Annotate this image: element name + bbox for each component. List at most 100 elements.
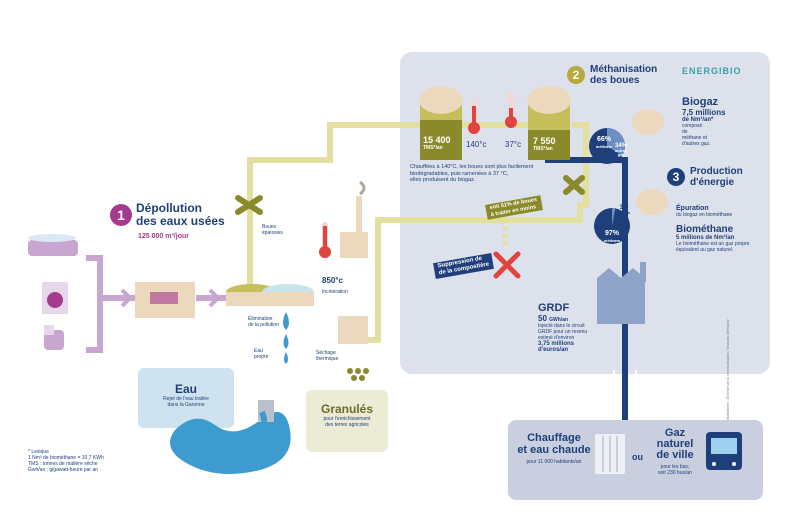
radiator-icon	[595, 434, 625, 474]
granules-panel: Granulés pour l'enrichissement des terre…	[306, 402, 388, 428]
biomethane-balloon	[636, 189, 668, 215]
water-splash	[170, 412, 291, 474]
grdf-line5: d'euros/an	[538, 347, 569, 353]
thermometer-37	[505, 92, 517, 128]
grdf-line1: Injecté dans le circuit	[538, 323, 585, 329]
heating-text-1: Chauffées à 140°C, les boues sont plus f…	[410, 164, 534, 170]
credits: Illustrations : Direction de la communic…	[726, 319, 730, 420]
washing-machine	[42, 282, 68, 314]
stage-3-badge: 3	[667, 168, 685, 186]
biomethane-title: Biométhane	[676, 224, 734, 235]
energy-panel	[400, 52, 770, 374]
grdf-line4: 3,75 millions	[538, 341, 575, 347]
pie-1-other-text-1: autres	[614, 148, 627, 153]
pie-1-other-text-2: gaz	[617, 152, 625, 157]
eau-box	[138, 368, 234, 428]
gaz-title-3: de ville	[656, 449, 694, 461]
energibio-logo: ENERGIBIO	[682, 66, 742, 76]
stage-3-title-line1: Production	[690, 166, 743, 177]
stage-3-title-line2: d'énergie	[690, 177, 735, 188]
grdf-panel: GRDF 50 GWh/an Injecté dans le circuit G…	[538, 302, 587, 353]
stage-1-badge: 1	[110, 204, 132, 226]
biogas-balloon	[632, 109, 664, 135]
heating-text-2: biodégradables, puis ramenées à 37 °C,	[410, 170, 509, 177]
biogaz-line4: de	[682, 129, 688, 135]
eau-propre-line2: propre	[254, 354, 269, 360]
pie-1-methane-pct: 66%	[596, 136, 611, 143]
biomethane-line3: équivalent au gaz naturel.	[676, 247, 734, 253]
incineration-temp: 850°c	[322, 276, 343, 285]
elimination-line1: Élimination	[248, 316, 273, 322]
biogaz-line3: composé	[682, 123, 703, 129]
pretreatment-basin	[135, 282, 195, 318]
biogaz-panel: Biogaz 7,5 millions de Nm³/an* composé d…	[682, 96, 726, 147]
clarifier-basins	[226, 284, 314, 306]
digester-2-label: 7 550 TMS*/an	[533, 136, 573, 153]
stage-2-title-line2: des boues	[590, 75, 640, 86]
pie-2-methane-pct: 97%	[604, 230, 619, 237]
stage-2-badge: 2	[567, 66, 585, 84]
digester-2	[527, 86, 571, 160]
digester-1-value: 15 400	[423, 135, 451, 145]
gaz-line1: pour les bus,	[660, 464, 690, 470]
eau-panel: Eau Rejet de l'eau traitée dans la Garon…	[138, 382, 234, 408]
pie-2-other-pct: 3%	[619, 205, 629, 211]
gaz-naturel-panel: Gaz naturel de ville pour les bus, soit …	[648, 427, 702, 477]
chauffage-title-1: Chauffage	[527, 432, 581, 444]
grdf-title: GRDF	[538, 302, 570, 314]
eau-title: Eau	[174, 382, 197, 396]
lexique-line3: Gwh/an : gigawatt-heure par an	[28, 467, 99, 473]
biogaz-line2: de Nm³/an*	[682, 117, 714, 123]
boues-epaissies-line2: épaissies	[262, 230, 283, 236]
grdf-line2: GRDF pour un revenu	[538, 329, 588, 335]
pie-1-methane-label: 66% méthane	[594, 136, 614, 150]
pie-2-other-text-2: gaz	[620, 214, 628, 219]
stage-2-title-line1: Méthanisation	[590, 64, 658, 75]
lexique-title: * Lexique	[28, 449, 49, 455]
grdf-value: 50	[538, 314, 547, 323]
lexique: * Lexique 1 Nm³ de biométhane = 10,7 KWh…	[28, 449, 104, 473]
dryer-building	[338, 316, 368, 344]
water-drops	[283, 312, 289, 364]
olive-pipe-return	[375, 122, 589, 262]
lexique-line2: TMS : tonnes de matière sèche	[28, 461, 98, 467]
digester-2-value: 7 550	[533, 136, 556, 146]
elimination-line2: de la pollution	[248, 322, 279, 328]
pie-1	[589, 128, 625, 164]
digester-1	[419, 86, 463, 160]
epuration-line1: Épuration	[676, 205, 709, 212]
sechage-line2: thermique	[316, 356, 339, 362]
olive-pipe-top	[247, 122, 420, 290]
boues-epaissies-label: Boues épaissies	[262, 224, 283, 236]
pie-2-methane-text: méthane	[603, 238, 621, 243]
eau-line2: dans la Garonne	[167, 402, 205, 408]
pie-2-other-text-1: autres	[617, 210, 630, 215]
injection-plant	[597, 262, 646, 324]
stage-1-flow: 125 000 m³/jour	[138, 233, 189, 240]
biogaz-title: Biogaz	[682, 96, 719, 108]
biogaz-line5: méthane et	[682, 135, 708, 141]
pie-1-methane-text: méthane	[595, 144, 613, 149]
biomethane-line2: Le biométhane est un gaz propre	[676, 241, 750, 247]
sechage-label: Séchage thermique	[316, 350, 338, 362]
toilet	[44, 325, 64, 350]
digester-1-label: 15 400 TMS*/an	[423, 135, 463, 152]
biogaz-line6: d'autres gaz.	[682, 141, 711, 147]
purple-pipe-upper	[86, 255, 103, 353]
chauffage-line1: pour 11 000 habitants/an	[526, 459, 582, 465]
energy-output-box	[508, 420, 763, 500]
eau-propre-label: Eau propre	[254, 348, 268, 360]
gaz-title-1: Gaz	[664, 427, 686, 439]
bathtub	[28, 234, 78, 256]
granules-dots	[347, 368, 369, 381]
lexique-line1: 1 Nm³ de biométhane = 10,7 KWh	[28, 455, 104, 461]
biomethane-line1: 5 millions de Nm³/an	[676, 235, 735, 241]
digester-1-unit: TMS*/an	[423, 145, 443, 151]
granules-box	[306, 390, 388, 452]
valve-1	[235, 195, 263, 215]
incineration-label: Incinération	[322, 289, 348, 295]
granules-line1: pour l'enrichissement	[323, 416, 371, 422]
pie-2-methane-label: 97% méthane	[600, 230, 624, 244]
chauffage-panel: Chauffage et eau chaude pour 11 000 habi…	[514, 432, 594, 465]
